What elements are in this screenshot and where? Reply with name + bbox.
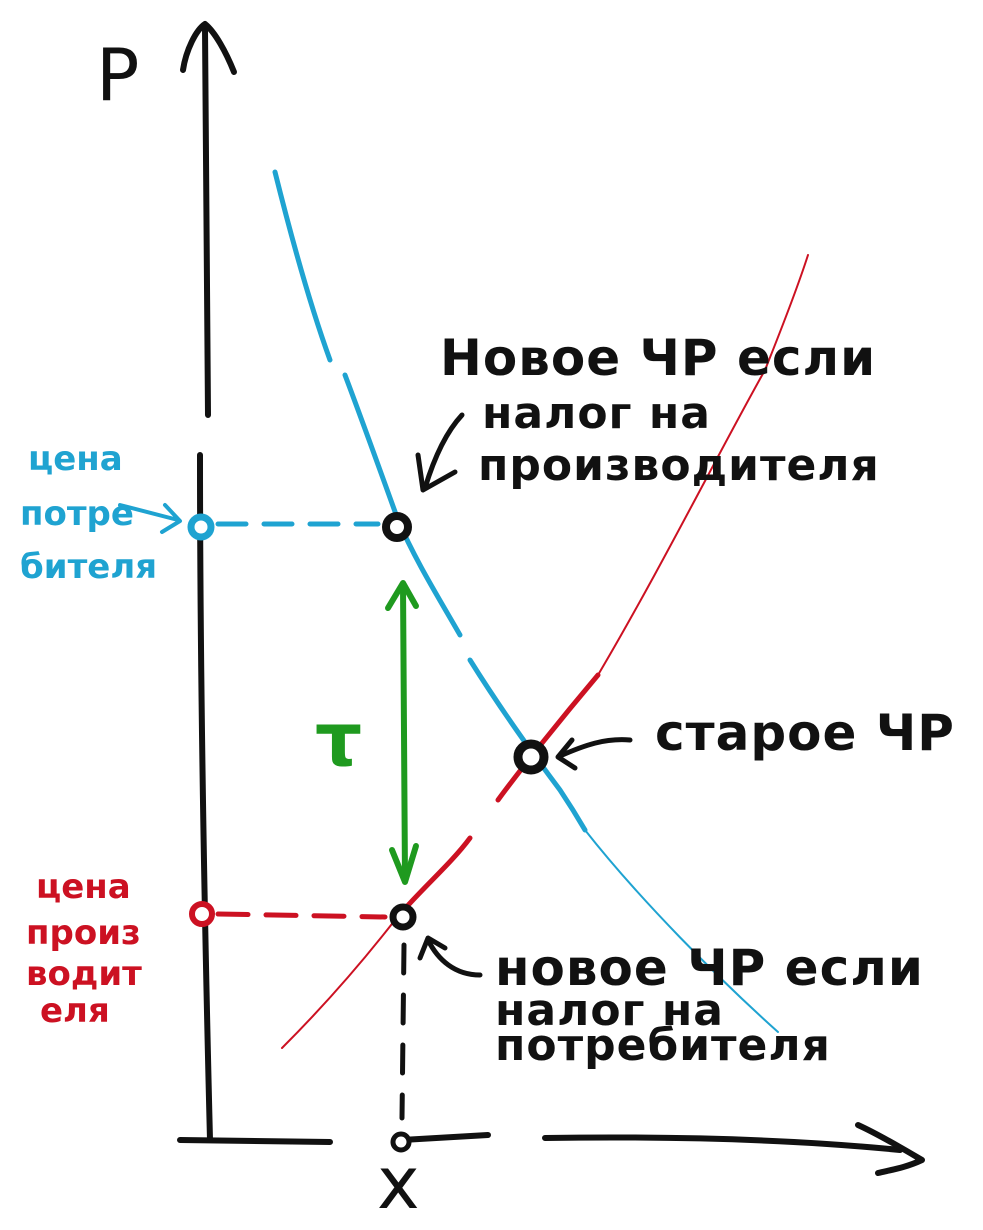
new-eq-producer-tax-point [382, 512, 412, 542]
guide-lines [215, 521, 407, 1121]
consumer-price-label: цена потре бителя [20, 439, 157, 587]
supply-segment-3 [495, 672, 601, 803]
tax-arrow-head-down [389, 843, 419, 885]
new-eq-consumer-tax-annotation: новое ЧР если налог на потребителя [495, 939, 924, 1071]
consumer-price-label-line-3: бителя [20, 547, 157, 587]
producer-price-label-line-3: водит [26, 954, 142, 994]
tax-arrow-head-up [385, 580, 419, 611]
demand-segment-3 [467, 657, 588, 833]
producer-price-label-line-1: цена [36, 867, 131, 907]
producer-price-point [189, 901, 215, 927]
consumer-tax-pointer-arrow [425, 937, 483, 978]
producer-price-dashed-line [215, 911, 388, 920]
x-axis-arrowhead [855, 1122, 925, 1176]
tax-arrow-shaft [400, 582, 408, 883]
consumer-price-point [187, 513, 215, 541]
old-eq-point [513, 739, 549, 775]
supply-segment-4 [597, 254, 809, 676]
demand-segment-4 [584, 829, 779, 1033]
pointer-arrows [118, 412, 633, 978]
consumer-price-label-line-1: цена [28, 439, 123, 479]
new-eq-producer-tax-line-2: налог на [482, 388, 711, 439]
x-axis-line-mid [399, 1132, 491, 1143]
new-eq-producer-tax-annotation: Новое ЧР если налог на производителя [440, 329, 880, 491]
points [187, 512, 549, 1153]
y-axis-arrowhead [180, 21, 237, 75]
demand-curve [272, 169, 779, 1033]
supply-segment-1 [281, 919, 396, 1049]
x-axis-line-left [177, 1137, 333, 1145]
old-eq-annotation: старое ЧР [655, 704, 955, 762]
producer-price-label-line-2: произ [26, 913, 141, 953]
tax-label: τ [315, 697, 362, 783]
producer-price-label-line-4: еля [40, 991, 110, 1031]
new-eq-consumer-tax-line-3: потребителя [495, 1020, 831, 1071]
producer-tax-pointer-arrowhead [415, 452, 458, 493]
x-axis-line-right [542, 1134, 903, 1153]
axes [177, 21, 925, 1176]
new-eq-consumer-tax-point [389, 903, 417, 931]
old-eq-pointer-arrowhead [555, 737, 578, 771]
new-eq-consumer-tax-line-1: новое ЧР если [495, 939, 924, 997]
quantity-point [390, 1131, 412, 1153]
y-axis-line-bottom [197, 452, 213, 1143]
y-axis-line-top [202, 25, 211, 418]
new-eq-consumer-tax-line-2: налог на [495, 985, 724, 1036]
old-eq-pointer-arrow [557, 737, 633, 759]
y-axis-label: P [96, 33, 139, 117]
demand-segment-1 [272, 169, 333, 363]
consumer-tax-pointer-arrowhead [417, 935, 448, 961]
producer-price-label: цена произ водит еля [26, 867, 142, 1031]
producer-tax-pointer-arrow [422, 412, 465, 491]
consumer-price-label-line-2: потре [20, 494, 134, 534]
consumer-price-pointer-arrow [118, 503, 182, 534]
new-eq-producer-tax-line-1: Новое ЧР если [440, 329, 876, 387]
new-eq-producer-tax-line-3: производителя [478, 440, 880, 491]
x-axis-label: x [377, 1141, 420, 1225]
tax-arrow [385, 580, 419, 885]
quantity-dashed-line [399, 942, 407, 1121]
